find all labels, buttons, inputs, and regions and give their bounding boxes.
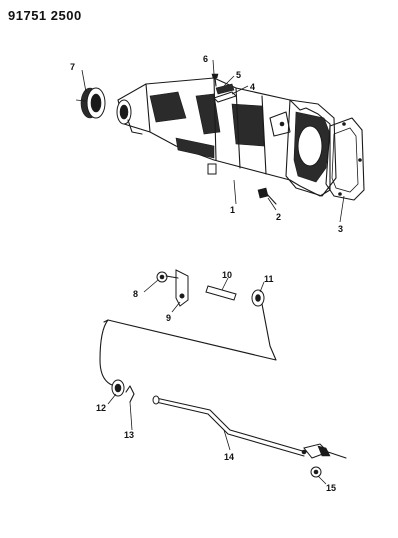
part-1-transmission-housing — [116, 77, 337, 197]
callout-15: 15 — [326, 483, 336, 493]
callout-8: 8 — [133, 289, 138, 299]
part-4-bracket — [213, 91, 237, 103]
part-6-screw — [211, 73, 219, 87]
callout-1: 1 — [230, 205, 235, 215]
callout-10: 10 — [222, 270, 232, 280]
callout-13: 13 — [124, 430, 134, 440]
part-15-nut — [310, 466, 322, 478]
diagram-code: 91751 2500 — [8, 8, 82, 23]
part-9-lever — [165, 269, 189, 307]
part-5-clip — [215, 83, 235, 95]
callout-4: 4 — [250, 82, 255, 92]
part-8-nut — [156, 271, 168, 283]
callout-2: 2 — [276, 212, 281, 222]
part-10-pin — [205, 285, 237, 301]
part-2-bolt — [257, 187, 277, 205]
callout-14: 14 — [224, 452, 234, 462]
callout-labels: 1 2 3 4 5 6 7 8 9 10 11 12 13 14 15 — [70, 54, 343, 493]
part-11-grommet — [251, 289, 265, 307]
part-12-bushing — [111, 379, 125, 397]
leader-lines — [81, 59, 345, 485]
part-3-gasket — [325, 117, 365, 201]
linkage-cable-loop — [99, 303, 277, 389]
callout-5: 5 — [236, 70, 241, 80]
callout-9: 9 — [166, 313, 171, 323]
part-13-clip — [125, 385, 135, 403]
part-14-shift-rod — [152, 395, 347, 459]
callout-6: 6 — [203, 54, 208, 64]
callout-7: 7 — [70, 62, 75, 72]
callout-11: 11 — [264, 274, 274, 284]
part-7-rear-seal — [75, 87, 106, 119]
callout-3: 3 — [338, 224, 343, 234]
callout-12: 12 — [96, 403, 106, 413]
